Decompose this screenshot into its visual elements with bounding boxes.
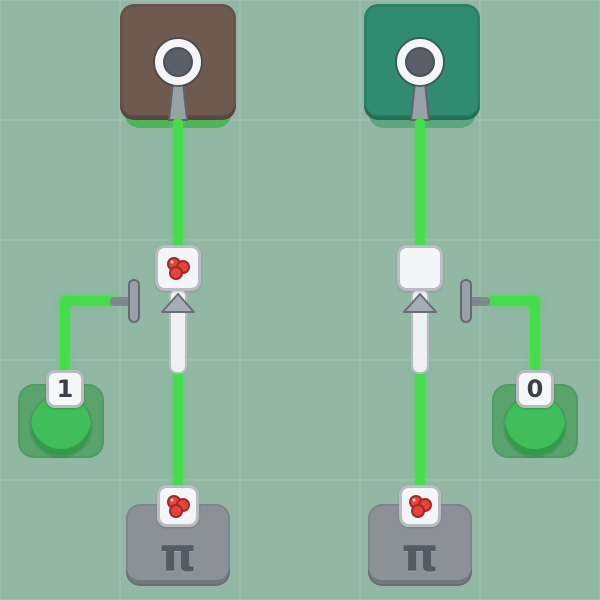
wire-segment (60, 296, 70, 376)
berries-icon (164, 254, 192, 282)
socket-stem-icon (406, 82, 434, 122)
berries-icon (164, 492, 192, 520)
wire-segment (173, 118, 183, 252)
pi-source-block-left[interactable]: π (126, 504, 230, 586)
valve-arrow-up-icon (402, 292, 438, 314)
wire-segment (415, 368, 425, 492)
valve-arrow-up-icon (160, 292, 196, 314)
socket-ring-icon (397, 39, 443, 85)
valve-connector-bar (128, 279, 140, 323)
valve-connector-bar (460, 279, 472, 323)
token-value: 0 (526, 375, 544, 403)
socket-ring-icon (155, 39, 201, 85)
valve-connector-stub (110, 297, 136, 306)
filter-node-left[interactable] (155, 245, 201, 291)
pi-symbol: π (401, 528, 439, 582)
filter-node-right[interactable] (397, 245, 443, 291)
wire-segment (486, 296, 540, 306)
pi-source-block-right[interactable]: π (368, 504, 472, 586)
wire-segment (173, 368, 183, 492)
wire-segment (530, 296, 540, 376)
wire-segment (60, 296, 116, 306)
pi-symbol: π (159, 528, 197, 582)
berries-badge (157, 485, 199, 527)
token-value: 1 (56, 375, 74, 403)
wire-segment (415, 118, 425, 252)
token-one[interactable]: 1 (46, 370, 84, 408)
berries-badge (399, 485, 441, 527)
berries-icon (406, 492, 434, 520)
valve-connector-stub (464, 297, 490, 306)
socket-stem-icon (164, 82, 192, 122)
token-zero[interactable]: 0 (516, 370, 554, 408)
